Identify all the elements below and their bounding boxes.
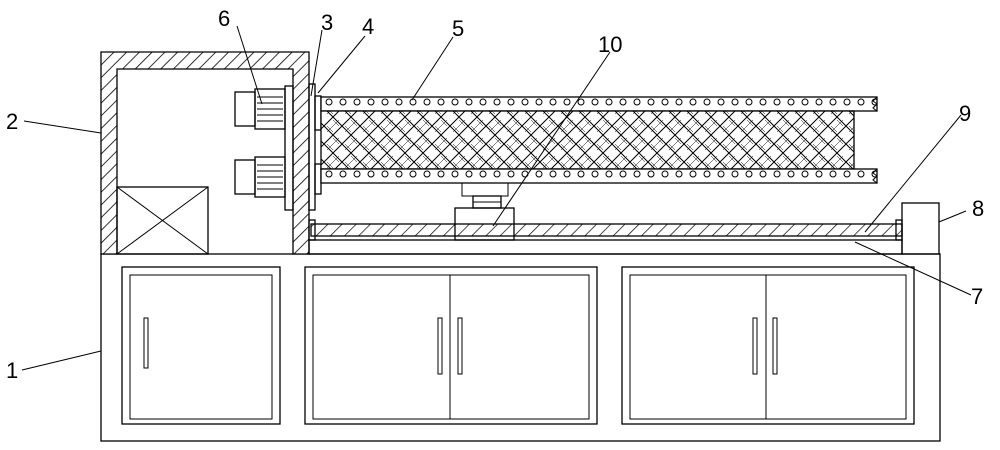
drive-box <box>901 202 940 255</box>
leader-6 <box>236 25 263 105</box>
lead-screw <box>310 223 903 237</box>
label-7: 7 <box>971 284 983 309</box>
motor-housing <box>100 51 310 255</box>
label-9: 9 <box>959 101 971 126</box>
control-box <box>116 186 209 255</box>
label-3: 3 <box>321 10 333 35</box>
upper-roller <box>320 96 878 112</box>
leader-3 <box>310 29 323 97</box>
shaft-coupling-lower <box>314 163 322 195</box>
leader-lines <box>21 25 972 371</box>
label-1: 1 <box>6 358 18 383</box>
motor-lower <box>234 156 286 198</box>
roller-assembly <box>308 83 878 211</box>
label-6: 6 <box>218 6 230 31</box>
leader-7 <box>854 241 972 296</box>
cabinet-door-right <box>621 266 915 425</box>
leader-2 <box>23 120 102 134</box>
mounting-plate-inner <box>284 85 294 211</box>
lower-roller <box>320 168 878 184</box>
base-cabinet <box>100 253 941 442</box>
label-5: 5 <box>452 16 464 41</box>
door-handle <box>772 317 778 375</box>
leader-8 <box>938 210 967 223</box>
guide-rail <box>308 239 903 255</box>
label-10: 10 <box>598 32 622 57</box>
cabinet-door-middle <box>304 266 598 425</box>
door-handle <box>752 317 758 375</box>
leader-10 <box>492 51 611 227</box>
door-handle <box>143 317 149 369</box>
label-4: 4 <box>362 14 374 39</box>
flange-plate <box>308 83 316 211</box>
door-handle <box>437 317 443 375</box>
door-handle <box>457 317 463 375</box>
slide-assembly <box>308 182 940 255</box>
label-8: 8 <box>972 196 984 221</box>
cabinet-door-left <box>121 266 281 425</box>
shaft-coupling-upper <box>314 95 322 131</box>
leader-9 <box>864 114 962 233</box>
label-2: 2 <box>6 109 18 134</box>
motor-upper <box>234 88 286 130</box>
leader-5 <box>411 36 454 101</box>
leader-4 <box>317 35 366 94</box>
leader-1 <box>21 350 102 371</box>
mesh-belt <box>320 110 855 170</box>
